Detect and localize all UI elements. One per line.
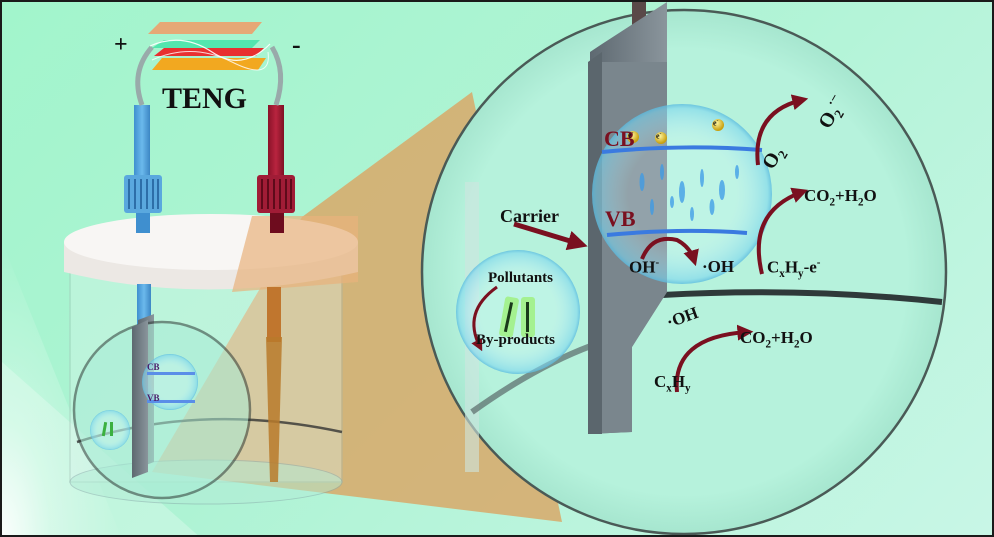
cxhy-oxidation-arrow-1 xyxy=(756,187,809,275)
small-zoom-circle xyxy=(72,320,252,500)
co2-h2o-label-1: CO2+H2O xyxy=(804,186,877,209)
vb-label: VB xyxy=(605,206,636,231)
electron-3 xyxy=(712,119,724,131)
pollutant-bubble xyxy=(456,250,580,374)
teng-device xyxy=(148,22,271,71)
pollutant-conversion-arrow xyxy=(471,285,498,352)
cathode-electrode xyxy=(257,105,295,482)
carrier-arrow xyxy=(513,221,588,251)
positive-terminal-label: + xyxy=(114,32,128,58)
negative-terminal-label: - xyxy=(292,30,301,59)
hydroxyl-radical-label: ·OH xyxy=(702,257,735,276)
oh-oxidation-arrow xyxy=(640,236,699,267)
electron-label-3: e- xyxy=(713,118,719,128)
electron-2 xyxy=(655,132,667,144)
carrier-label: Carrier xyxy=(500,206,559,226)
co2-h2o-label-2: CO2+H2O xyxy=(740,328,813,351)
cxhy-oxidation-arrow-2 xyxy=(674,324,754,393)
small-vb-label: VB xyxy=(147,393,160,403)
band-structure-bubble xyxy=(592,104,772,284)
small-cb-label: CB xyxy=(147,362,160,372)
pollutants-label: Pollutants xyxy=(488,270,554,286)
reactor-lid xyxy=(64,214,358,292)
electron-label-2: e- xyxy=(656,131,662,141)
beaker-edge-line xyxy=(661,289,943,305)
teng-label: TENG xyxy=(162,82,248,115)
byproducts-label: By-products xyxy=(476,332,555,348)
electron-label-1: e- xyxy=(628,130,634,140)
cb-label: CB xyxy=(604,126,635,151)
cxhy-e-label: CxHy-e- xyxy=(767,257,821,281)
small-band-bubble xyxy=(142,354,198,410)
hydroxide-label: OH- xyxy=(629,257,660,277)
o2-reduction-arrow xyxy=(755,94,809,166)
cxhy-label: CxHy xyxy=(654,372,691,395)
valence-band xyxy=(606,228,748,237)
conduction-band xyxy=(601,145,763,154)
electron-1 xyxy=(627,131,639,143)
